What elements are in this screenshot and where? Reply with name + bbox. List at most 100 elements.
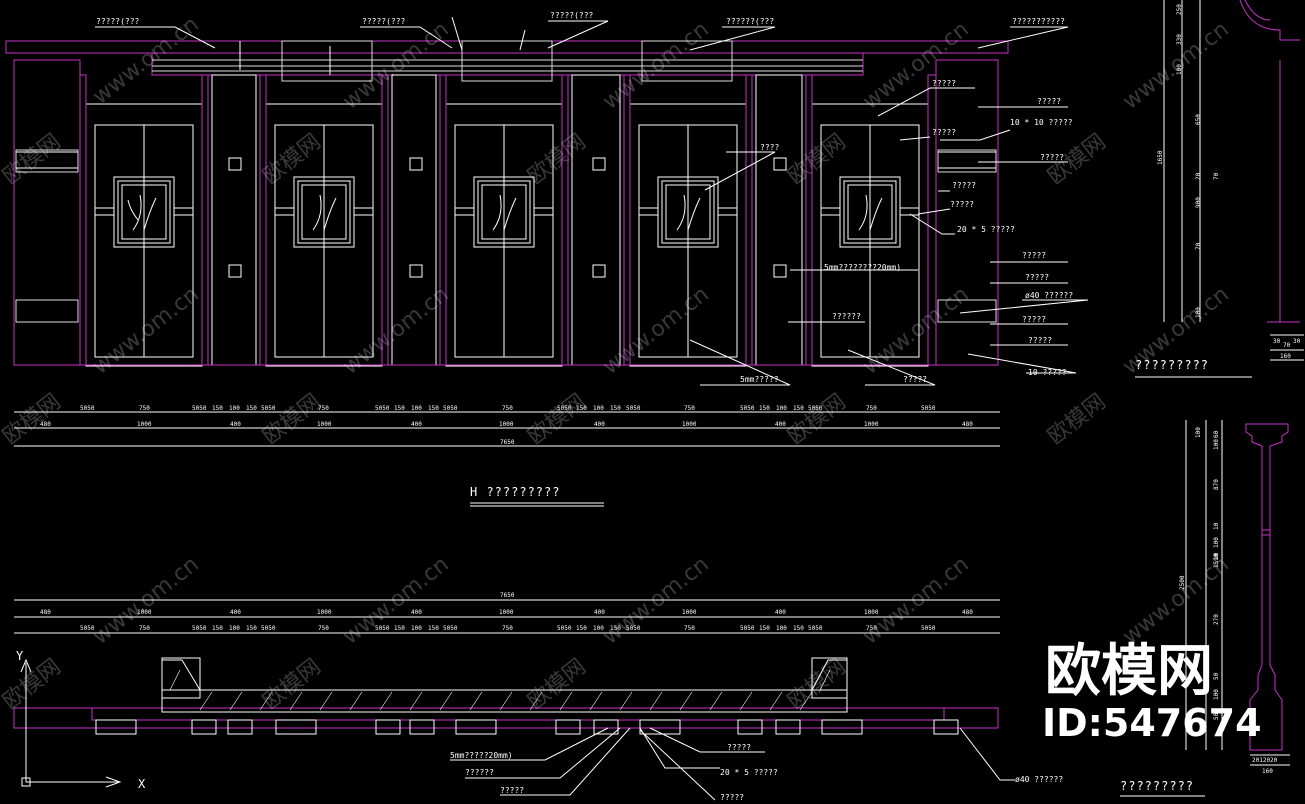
plan-outline bbox=[13, 707, 999, 729]
sec-dim-8: 20 bbox=[1195, 172, 1202, 180]
label-right-3: 10 * 10 ????? bbox=[1010, 118, 1073, 127]
watermark-brand: 欧模网 bbox=[0, 654, 66, 714]
dim-fine-16: 150 bbox=[576, 405, 587, 412]
dim-fine-14: 750 bbox=[502, 405, 513, 412]
dim-fine-1: 5050 bbox=[80, 405, 95, 412]
dim-fine-9: 5050 bbox=[375, 405, 390, 412]
dim-fine-26: 750 bbox=[866, 405, 877, 412]
plan-dim-fine-8: 750 bbox=[318, 625, 329, 632]
label-bottom-4: 5mm????? bbox=[740, 375, 779, 384]
dim-fine-10: 150 bbox=[394, 405, 405, 412]
elevation-bottom-labels: ???? 5mm????????20mm) ?????? 5mm????? ??… bbox=[740, 143, 927, 384]
col-dim-12: 100 bbox=[1213, 689, 1220, 700]
label-bottom-2: 5mm????????20mm) bbox=[824, 263, 901, 272]
plan-notches bbox=[95, 719, 959, 735]
dim-fine-23: 100 bbox=[776, 405, 787, 412]
plan-dim-mid-3: 400 bbox=[230, 609, 241, 616]
col-dim-b2: 160 bbox=[1262, 768, 1273, 775]
plan-dim-fine-11: 100 bbox=[411, 625, 422, 632]
label-right-14: 10 ????? bbox=[1028, 368, 1067, 377]
plan-dim-mid-11: 480 bbox=[962, 609, 973, 616]
plan-hatched-slab bbox=[161, 689, 848, 713]
dim-fine-24: 150 bbox=[793, 405, 804, 412]
sec-dim-b1: 30 bbox=[1273, 338, 1281, 345]
col-dim-7: 10 bbox=[1213, 552, 1220, 560]
plan-dim-fine-16: 150 bbox=[576, 625, 587, 632]
dim-fine-17: 100 bbox=[593, 405, 604, 412]
label-right-6: ????? bbox=[952, 181, 976, 190]
column-dimension-text: 100 60 100 870 10 100 10 2500 1590 270 5… bbox=[1179, 427, 1278, 775]
dim-mid-8: 1000 bbox=[682, 421, 697, 428]
sec-dim-1: 250 bbox=[1176, 4, 1183, 15]
plan-dim-mid-6: 1000 bbox=[499, 609, 514, 616]
dim-fine-8: 750 bbox=[318, 405, 329, 412]
plan-title: ????????? bbox=[1120, 779, 1194, 793]
col-dim-4: 870 bbox=[1213, 479, 1220, 490]
plan-label-5: 20 * 5 ????? bbox=[720, 768, 778, 777]
plan-dim-mid-10: 1000 bbox=[864, 609, 879, 616]
ucs-icon bbox=[20, 658, 122, 788]
label-right-4: ????? bbox=[932, 128, 956, 137]
label-top-3: ?????(??? bbox=[550, 11, 594, 20]
dim-fine-12: 150 bbox=[428, 405, 439, 412]
watermark-url: www.om.cn bbox=[88, 552, 203, 650]
watermark-url: www.om.cn bbox=[338, 552, 453, 650]
plan-dim-mid-7: 400 bbox=[594, 609, 605, 616]
col-dim-13: 50 bbox=[1213, 712, 1220, 720]
sec-dim-b2: 70 bbox=[1283, 342, 1291, 349]
cornice-lower bbox=[151, 52, 864, 76]
watermark-brand: 欧模网 bbox=[258, 389, 325, 449]
elevation-view bbox=[5, 40, 1009, 507]
watermark-brand: 欧模网 bbox=[0, 389, 66, 449]
dim-fine-21: 5050 bbox=[740, 405, 755, 412]
plan-dim-fine-20: 750 bbox=[684, 625, 695, 632]
watermark-url: www.om.cn bbox=[598, 552, 713, 650]
sec-dim-7: 70 bbox=[1195, 242, 1202, 250]
label-top-2: ?????(??? bbox=[362, 17, 406, 26]
sec-dim-b4: 160 bbox=[1280, 353, 1291, 360]
dim-fine-13: 5050 bbox=[443, 405, 458, 412]
label-bottom-5: ????? bbox=[903, 375, 927, 384]
plan-label-1: 5mm?????20mm) bbox=[450, 751, 513, 760]
section-title: ????????? bbox=[1135, 358, 1209, 372]
plan-dim-total: 7650 bbox=[500, 592, 515, 599]
plan-dim-fine-15: 5050 bbox=[557, 625, 572, 632]
ucs-x-label: X bbox=[138, 777, 146, 791]
plan-dim-fine-25: 5050 bbox=[808, 625, 823, 632]
plan-dim-mid-8: 1000 bbox=[682, 609, 697, 616]
plan-dimension-lines bbox=[14, 599, 1000, 634]
label-bottom-3: ?????? bbox=[832, 312, 861, 321]
plan-dim-fine-17: 100 bbox=[593, 625, 604, 632]
sec-dim-4: 650 bbox=[1195, 114, 1202, 125]
col-dim-1: 100 bbox=[1195, 427, 1202, 438]
watermark-url: www.om.cn bbox=[858, 17, 973, 115]
leader-lines bbox=[95, 16, 1089, 386]
sec-dim-3: 100 bbox=[1176, 64, 1183, 75]
watermark-brand: 欧模网 bbox=[783, 129, 850, 189]
plan-leaders bbox=[450, 727, 1015, 801]
plan-dim-fine-7: 5050 bbox=[261, 625, 276, 632]
dim-fine-27: 5050 bbox=[921, 405, 936, 412]
plan-dim-fine-27: 5050 bbox=[921, 625, 936, 632]
plan-dim-fine-2: 750 bbox=[139, 625, 150, 632]
col-dim-9: 1590 bbox=[1213, 553, 1220, 568]
plan-label-4: ????? bbox=[727, 743, 751, 752]
col-dim-5: 10 bbox=[1213, 522, 1220, 530]
left-wall bbox=[13, 59, 81, 366]
col-dim-10: 270 bbox=[1213, 614, 1220, 625]
dim-fine-6: 150 bbox=[246, 405, 257, 412]
door-3 bbox=[445, 103, 563, 367]
col-dim-11: 50 bbox=[1213, 672, 1220, 680]
door-1 bbox=[85, 103, 203, 367]
dim-fine-4: 150 bbox=[212, 405, 223, 412]
plan-dim-fine-4: 150 bbox=[212, 625, 223, 632]
plan-labels: 5mm?????20mm) ?????? ????? ????? 20 * 5 … bbox=[450, 743, 1063, 802]
dim-fine-25: 5050 bbox=[808, 405, 823, 412]
label-top-4: ??????(??? bbox=[726, 17, 774, 26]
label-right-12: ????? bbox=[1022, 315, 1046, 324]
elevation-top-labels: ?????(??? ?????(??? ?????(??? ??????(???… bbox=[96, 11, 1065, 26]
plan-dim-fine-21: 5050 bbox=[740, 625, 755, 632]
dim-mid-1: 480 bbox=[40, 421, 51, 428]
plan-dim-fine-22: 150 bbox=[759, 625, 770, 632]
dim-fine-5: 100 bbox=[229, 405, 240, 412]
